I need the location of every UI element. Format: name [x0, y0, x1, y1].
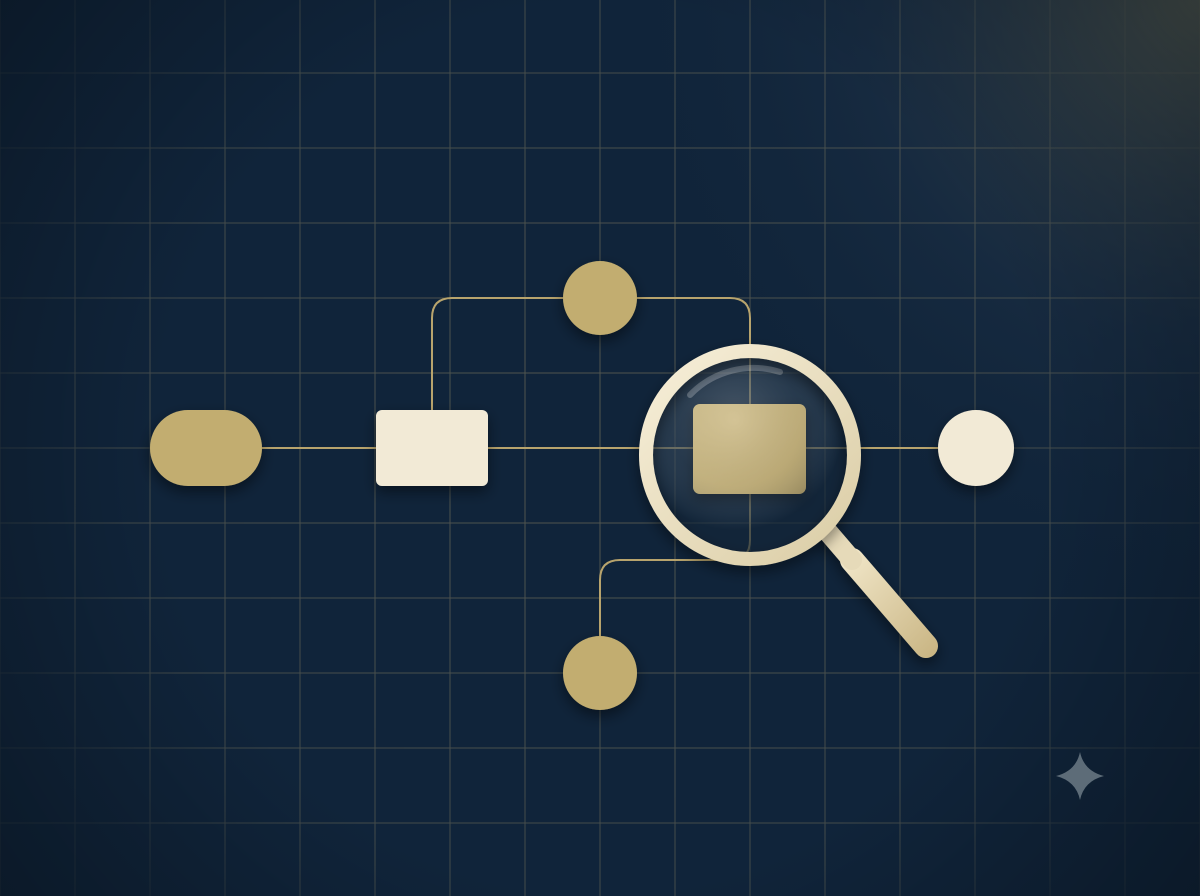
nodes	[150, 261, 1014, 710]
magnifier-rim	[639, 344, 861, 566]
node-process-rectangle	[376, 410, 488, 486]
node-end-circle	[938, 410, 1014, 486]
node-top-circle	[563, 261, 637, 335]
node-start-pill	[150, 410, 262, 486]
magnifying-glass-icon	[639, 344, 938, 658]
edge-top-circle-focus	[637, 297, 751, 404]
lens-glass	[647, 352, 853, 558]
lens-highlight	[687, 364, 783, 398]
magnifier-neck	[818, 522, 862, 570]
sparkle-icon	[1056, 752, 1104, 800]
node-bottom-circle	[563, 636, 637, 710]
magnifier-handle	[840, 548, 938, 658]
edge-process-top-circle	[431, 297, 563, 410]
